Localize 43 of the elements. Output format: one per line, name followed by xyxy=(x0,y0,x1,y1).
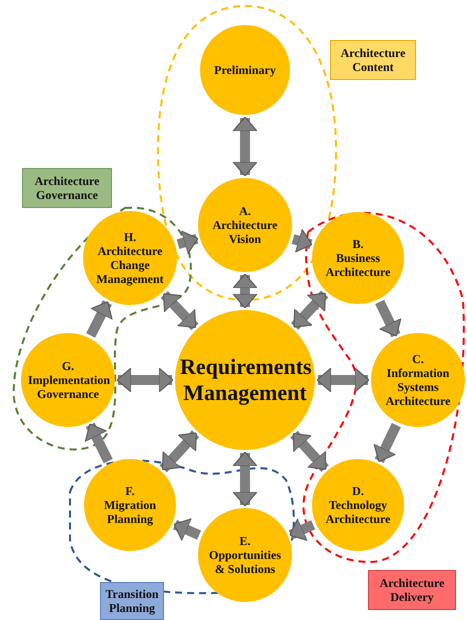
phase-name: Implementation Governance xyxy=(28,372,108,402)
phase-circle xyxy=(312,459,404,551)
phase-name: Technology Architecture xyxy=(324,498,392,526)
phase-letter: B. xyxy=(352,236,364,251)
phase-name: Architecture Change Management xyxy=(95,244,165,286)
group-label: Architecture Governance xyxy=(22,168,112,208)
group-label: Architecture Delivery xyxy=(368,570,456,610)
block-arrow xyxy=(86,300,113,338)
block-arrow xyxy=(176,230,198,254)
group-label: Transition Planning xyxy=(100,582,164,620)
block-arrow xyxy=(232,274,258,308)
block-arrow xyxy=(116,368,174,392)
block-arrow xyxy=(375,300,402,338)
phase-name: Architecture Vision xyxy=(212,218,278,246)
block-arrow xyxy=(288,518,316,541)
phase-circle xyxy=(83,211,177,305)
block-arrow xyxy=(160,290,199,330)
block-arrow xyxy=(316,368,370,392)
phase-letter: G. xyxy=(62,358,74,373)
phase-name: Preliminary xyxy=(213,62,277,78)
phase-letter: D. xyxy=(352,484,364,498)
phase-letter: H. xyxy=(124,230,136,244)
block-arrow xyxy=(232,452,258,506)
phase-circle xyxy=(371,333,465,427)
phase-letter: A. xyxy=(239,204,251,218)
phase-letter: F. xyxy=(125,484,135,498)
block-arrow xyxy=(290,290,328,330)
phase-letter: C. xyxy=(412,352,424,366)
phase-circle xyxy=(312,212,404,304)
phase-name: Business Architecture xyxy=(324,250,392,280)
block-arrow xyxy=(160,430,200,472)
phase-name: Information Systems Architecture xyxy=(384,366,452,408)
block-arrow xyxy=(292,228,312,253)
block-arrow xyxy=(290,430,329,472)
block-arrow xyxy=(374,422,401,463)
group-label: Architecture Content xyxy=(330,40,416,80)
block-arrow xyxy=(232,116,258,176)
phase-name: Opportunities & Solutions xyxy=(208,548,281,576)
phase-name: Requirements Management xyxy=(180,354,310,406)
phase-letter: E. xyxy=(239,534,250,548)
phase-name: Migration Planning xyxy=(103,498,157,526)
block-arrow xyxy=(172,518,202,542)
phase-circle xyxy=(21,333,115,427)
